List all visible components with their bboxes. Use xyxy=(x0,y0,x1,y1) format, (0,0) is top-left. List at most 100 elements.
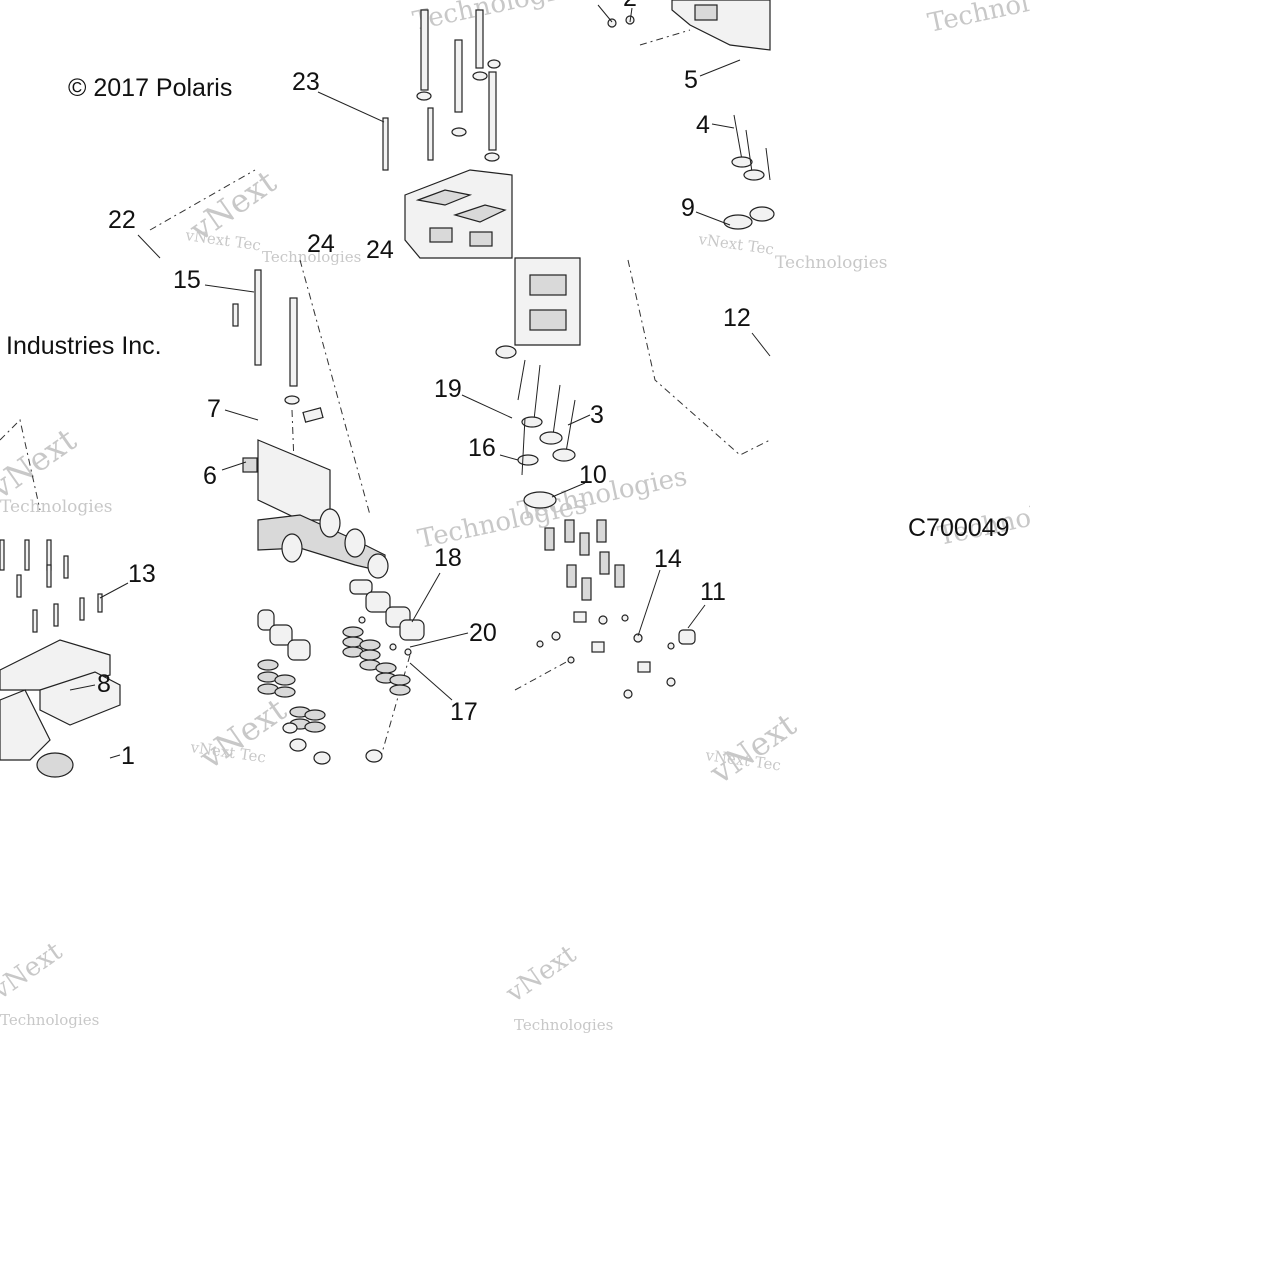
bushing xyxy=(637,661,651,673)
valve-spring xyxy=(359,639,381,651)
valve-guide xyxy=(564,519,575,543)
drawing-code: C700049 xyxy=(908,514,1009,542)
outline-left xyxy=(149,169,256,231)
cam-lobe xyxy=(344,528,366,558)
bucket-tappet xyxy=(287,639,311,661)
tappet xyxy=(495,345,517,359)
bushing xyxy=(591,641,605,653)
valve-guides xyxy=(536,519,696,699)
callout-7: 7 xyxy=(207,395,221,423)
outline-top xyxy=(639,29,691,46)
callout-6: 6 xyxy=(203,462,217,490)
copyright-text: © 2017 Polaris xyxy=(68,74,232,102)
washer xyxy=(284,395,300,405)
valve-head xyxy=(521,416,543,428)
keeper xyxy=(358,616,366,624)
watermark-brand: vNext xyxy=(500,939,582,1009)
callout-24: 24 xyxy=(366,236,394,264)
cap-bolt xyxy=(79,597,85,621)
bolts-left xyxy=(232,269,324,423)
valve-seal xyxy=(313,751,331,765)
plug xyxy=(536,640,544,648)
valve-head xyxy=(743,169,765,181)
valves-upper xyxy=(723,114,775,230)
camshaft-assembly xyxy=(242,439,389,579)
spring-stack xyxy=(257,626,411,733)
leader-6 xyxy=(221,461,247,471)
head-port xyxy=(429,227,453,243)
leader-17 xyxy=(409,662,453,701)
head-bolt xyxy=(454,39,463,113)
callout-24-top: 2 xyxy=(623,0,637,12)
valve-head xyxy=(731,156,753,168)
valve-spring xyxy=(274,686,296,698)
outline-valve-line xyxy=(379,654,411,761)
cap-bolt xyxy=(0,539,5,571)
bucket-tappet xyxy=(399,619,425,641)
bucket-tappet xyxy=(365,591,391,613)
watermark-brand: vNext xyxy=(0,936,68,1006)
keeper xyxy=(404,648,412,656)
cap-bolt xyxy=(53,603,59,627)
leader-5 xyxy=(699,59,741,77)
cap-bolt xyxy=(32,609,38,633)
outline-left-lower xyxy=(0,419,41,511)
leader-10 xyxy=(551,482,586,498)
valve-stem xyxy=(517,359,526,401)
watermark-tech: Technologies xyxy=(0,1011,99,1029)
valve-guide xyxy=(599,551,610,575)
valve-spring xyxy=(342,626,364,638)
cylinder-head-body xyxy=(671,0,771,51)
callout-21: 22 xyxy=(108,206,136,234)
valve-seal xyxy=(289,738,307,752)
watermark-brand: vNext xyxy=(192,690,293,777)
callout-9: 9 xyxy=(681,194,695,222)
valve-stem xyxy=(733,114,743,161)
outline-tappet-line xyxy=(291,409,296,491)
callout-16: 16 xyxy=(468,434,496,462)
keeper xyxy=(389,643,397,651)
plug xyxy=(621,614,629,622)
leader-24-top-b xyxy=(597,4,613,23)
valve-spring xyxy=(304,709,326,721)
leader-3 xyxy=(567,414,591,426)
callout-20: 20 xyxy=(469,619,497,647)
head-bolt xyxy=(427,107,434,161)
valve-spring xyxy=(359,649,381,661)
cap-bolt xyxy=(46,564,52,588)
plug xyxy=(623,689,633,699)
valve-head xyxy=(552,448,576,462)
head-bolt-short xyxy=(382,117,389,171)
cap-bolt xyxy=(24,539,30,571)
cam-sprocket xyxy=(36,752,74,778)
watermark-tech: Technologies xyxy=(514,1016,613,1034)
washer xyxy=(484,152,500,162)
valve-seal xyxy=(365,749,383,763)
cam-lobe xyxy=(319,508,341,538)
plug xyxy=(598,615,608,625)
bucket-tappet xyxy=(257,609,275,631)
valve-head xyxy=(539,431,563,445)
cam-cover-lobe xyxy=(415,189,473,206)
cam-carrier xyxy=(257,439,331,521)
leader-9 xyxy=(695,211,731,226)
valve-guide xyxy=(566,564,577,588)
valve-stem xyxy=(533,364,541,421)
valve-guide xyxy=(614,564,625,588)
cylinder-head-top xyxy=(404,169,513,259)
valve-spring xyxy=(389,674,411,686)
cylinder-head-right xyxy=(607,0,771,51)
callout-14: 15 xyxy=(173,266,201,294)
cap-nut xyxy=(678,629,696,645)
callout-23: 24 xyxy=(307,230,335,258)
callout-labels: 23 22 24 24 2 15 12 7 19 3 16 6 10 5 4 9… xyxy=(97,0,751,770)
valve-guide xyxy=(579,532,590,556)
valve-springs xyxy=(257,579,425,765)
leader-lines xyxy=(69,4,771,759)
leader-16 xyxy=(499,454,519,461)
cam-journal xyxy=(367,553,389,579)
callout-15: 14 xyxy=(654,545,682,573)
valve-head xyxy=(517,454,539,466)
outline-right xyxy=(627,259,771,456)
